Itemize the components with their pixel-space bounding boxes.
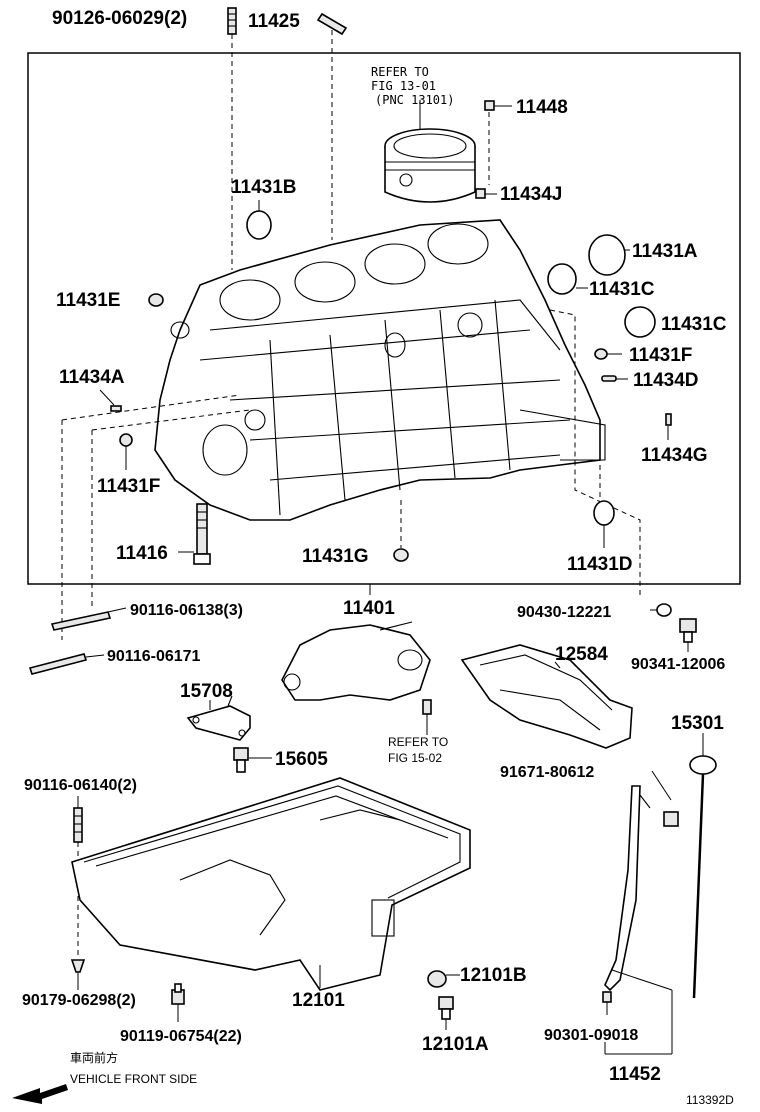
bolt-11416[interactable] [193, 503, 211, 565]
label-90301: 90301-09018 [544, 1027, 638, 1044]
label-90116-06171: 90116-06171 [107, 648, 201, 665]
plug-11434J[interactable] [475, 188, 486, 199]
label-11425: 11425 [248, 11, 300, 32]
label-90116-06138: 90116-06138(3) [130, 602, 243, 619]
label-12101: 12101 [292, 990, 345, 1011]
refer-1301-line1: REFER TO [371, 65, 429, 79]
pin-11434G[interactable] [665, 413, 672, 426]
oil-pump-reference [281, 621, 431, 701]
label-11431C-1: 11431C [589, 279, 655, 300]
bolt-90119[interactable] [171, 983, 185, 1005]
label-90430: 90430-12221 [517, 604, 611, 621]
stud-90116-06171[interactable] [28, 653, 88, 675]
label-90119: 90119-06754(22) [120, 1028, 242, 1045]
label-15708: 15708 [180, 681, 233, 702]
label-11431B: 11431B [231, 177, 297, 198]
label-15301: 15301 [671, 713, 724, 734]
label-11431D: 11431D [567, 554, 633, 575]
label-90179: 90179-06298(2) [22, 992, 136, 1009]
plug-11431F-1[interactable] [594, 348, 608, 360]
block-group-frame [27, 52, 741, 585]
stud-90116-06140[interactable] [73, 807, 83, 843]
legend-english: VEHICLE FRONT SIDE [70, 1072, 197, 1086]
label-12584: 12584 [555, 644, 608, 665]
plug-90341[interactable] [679, 618, 697, 643]
label-12101B: 12101B [460, 965, 527, 986]
gasket-12101B[interactable] [427, 970, 447, 988]
plug-11448[interactable] [484, 100, 495, 111]
label-11431A: 11431A [632, 241, 698, 262]
label-11431F-2: 11431F [97, 476, 160, 497]
bolt-fig1502 [422, 699, 432, 715]
seal-11431D[interactable] [593, 500, 615, 526]
legend-japanese: 車両前方 [70, 1050, 118, 1065]
o-ring-90301[interactable] [602, 991, 612, 1003]
bracket-15708[interactable] [186, 695, 251, 741]
label-11434J: 11434J [500, 184, 562, 205]
label-11431F-1: 11431F [629, 345, 692, 366]
plug-11431E[interactable] [148, 293, 164, 307]
label-15605: 15605 [275, 749, 328, 770]
gauge-guide-11452[interactable] [604, 785, 651, 992]
valve-15605[interactable] [233, 747, 249, 773]
pin-11434D[interactable] [601, 375, 617, 382]
label-11416: 11416 [116, 543, 168, 564]
plug-11431C-1[interactable] [547, 263, 577, 295]
bolt-91671[interactable] [663, 811, 679, 827]
label-91671: 91671-80612 [500, 764, 594, 781]
label-90116-06140: 90116-06140(2) [24, 777, 137, 794]
stud-90126[interactable] [227, 7, 237, 35]
plug-11431A[interactable] [588, 234, 626, 276]
label-11401: 11401 [343, 598, 395, 619]
washer-90430[interactable] [656, 603, 672, 617]
plug-11431C-2[interactable] [624, 306, 656, 338]
label-11431E: 11431E [56, 290, 120, 311]
label-90126: 90126-06029(2) [52, 8, 187, 29]
plug-11431F-2[interactable] [119, 433, 133, 447]
plug-90179[interactable] [70, 959, 86, 973]
refer-1502-line1: REFER TO [388, 735, 448, 749]
label-11431C-2: 11431C [661, 314, 727, 335]
plug-11431G[interactable] [393, 548, 409, 562]
refer-1301-line3: (PNC 13101) [375, 93, 454, 107]
label-12101A: 12101A [422, 1034, 489, 1055]
label-11431G: 11431G [302, 546, 369, 567]
refer-1301-line2: FIG 13-01 [371, 79, 436, 93]
label-90341: 90341-12006 [631, 656, 725, 673]
stud-90116-06138[interactable] [50, 611, 112, 631]
pin-11434A[interactable] [110, 405, 122, 412]
front-direction-arrow-icon [12, 1084, 68, 1104]
label-11434G: 11434G [641, 445, 708, 466]
label-11452: 11452 [609, 1064, 661, 1085]
oil-pan-12101[interactable] [71, 777, 471, 991]
label-11434D: 11434D [633, 370, 699, 391]
piston-reference [384, 128, 476, 203]
baffle-12584[interactable] [460, 644, 633, 749]
bolt-11425[interactable] [316, 12, 348, 36]
dipstick-15301[interactable] [689, 755, 717, 999]
plug-12101A[interactable] [438, 996, 454, 1020]
cylinder-block-11401[interactable] [154, 219, 606, 521]
figure-id: 113392D [686, 1093, 734, 1107]
label-11448: 11448 [516, 97, 568, 118]
plug-11431B[interactable] [246, 210, 272, 240]
label-11434A: 11434A [59, 367, 125, 388]
refer-1502-line2: FIG 15-02 [388, 751, 442, 765]
